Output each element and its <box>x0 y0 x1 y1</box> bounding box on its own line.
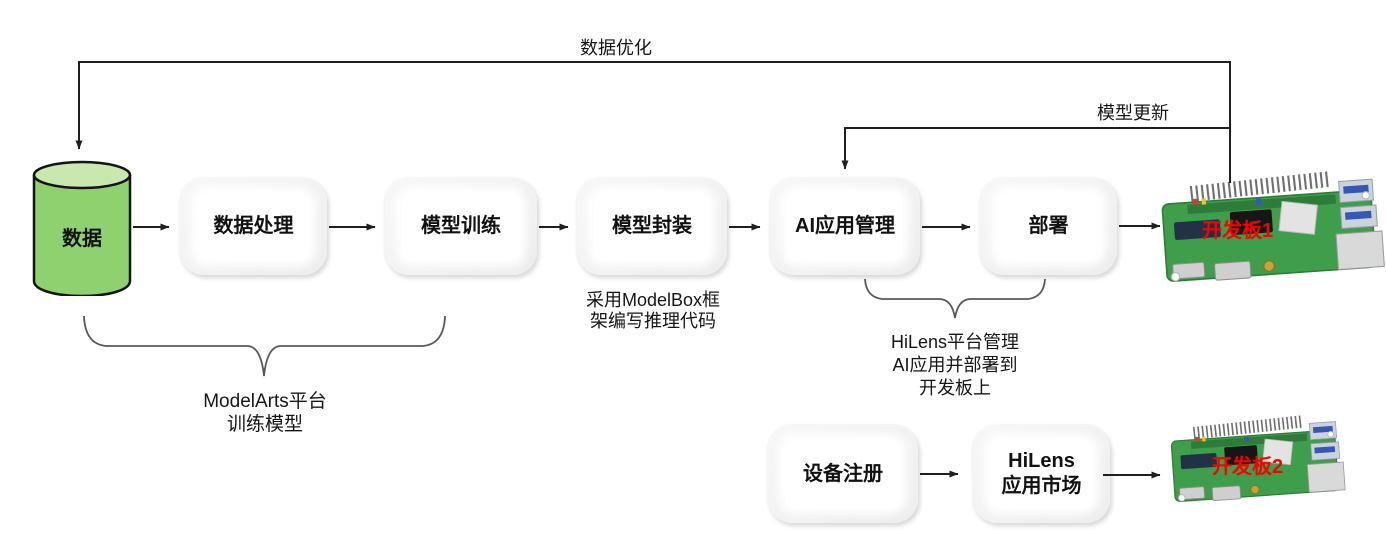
node-inner: AI应用管理 <box>787 193 903 260</box>
modelarts-brace <box>83 315 446 377</box>
node-inner: 数据处理 <box>197 193 310 260</box>
hilens-annotation-line1: HiLens平台管理 <box>890 332 1020 352</box>
hilens-brace <box>864 278 1046 319</box>
dev-board-2-label: 开发板2 <box>1212 456 1284 478</box>
step-ai-app-management: AI应用管理 <box>770 178 920 275</box>
step-label-line1: HiLens <box>1008 450 1075 472</box>
modelarts-annotation-line2: 训练模型 <box>226 414 303 435</box>
dev-board-illustration <box>1161 171 1385 282</box>
step-label: 模型训练 <box>421 215 501 237</box>
cylinder-top <box>32 160 132 190</box>
dev-board-2-image <box>1168 404 1348 519</box>
node-inner: 部署 <box>997 193 1100 260</box>
node-inner: 设备注册 <box>785 440 901 508</box>
modelarts-annotation: ModelArts平台 训练模型 <box>163 390 367 436</box>
modelbox-annotation-line2: 架编写推理代码 <box>590 311 716 331</box>
node-inner: HiLens 应用市场 <box>990 440 1093 508</box>
model-update-label: 模型更新 <box>1097 103 1169 123</box>
step-label: 数据处理 <box>213 215 294 237</box>
modelbox-annotation-line1: 采用ModelBox框 <box>585 290 721 310</box>
dev-board-illustration <box>1170 415 1346 502</box>
hilens-annotation-line3: 开发板上 <box>919 378 991 398</box>
dev-board-1-image <box>1158 168 1386 291</box>
hilens-annotation: HiLens平台管理 AI应用并部署到 开发板上 <box>860 331 1050 400</box>
node-inner: 模型训练 <box>402 193 520 260</box>
step-label: 部署 <box>1028 215 1069 237</box>
hilens-annotation-line2: AI应用并部署到 <box>892 355 1018 375</box>
step-label: 设备注册 <box>803 462 883 485</box>
step-model-training: 模型训练 <box>385 178 537 275</box>
data-optimization-label: 数据优化 <box>580 38 652 58</box>
step-device-register: 设备注册 <box>768 425 918 523</box>
modelarts-annotation-line1: ModelArts平台 <box>203 391 327 412</box>
data-optimization-line <box>75 61 1231 183</box>
step-data-processing: 数据处理 <box>180 178 327 275</box>
step-hilens-market: HiLens 应用市场 <box>973 425 1110 523</box>
step-label: 模型封装 <box>612 215 692 237</box>
modelbox-annotation: 采用ModelBox框 架编写推理代码 <box>558 290 748 332</box>
data-cylinder-label: 数据 <box>62 228 102 250</box>
step-label: AI应用管理 <box>795 215 895 237</box>
node-inner: 模型封装 <box>594 193 710 260</box>
step-model-packaging: 模型封装 <box>577 178 727 275</box>
model-update-line <box>841 127 1230 170</box>
dev-board-1-label: 开发板1 <box>1202 220 1274 242</box>
data-cylinder: 数据 <box>31 160 133 301</box>
step-deploy: 部署 <box>980 178 1117 275</box>
step-label-line2: 应用市场 <box>1001 475 1082 497</box>
